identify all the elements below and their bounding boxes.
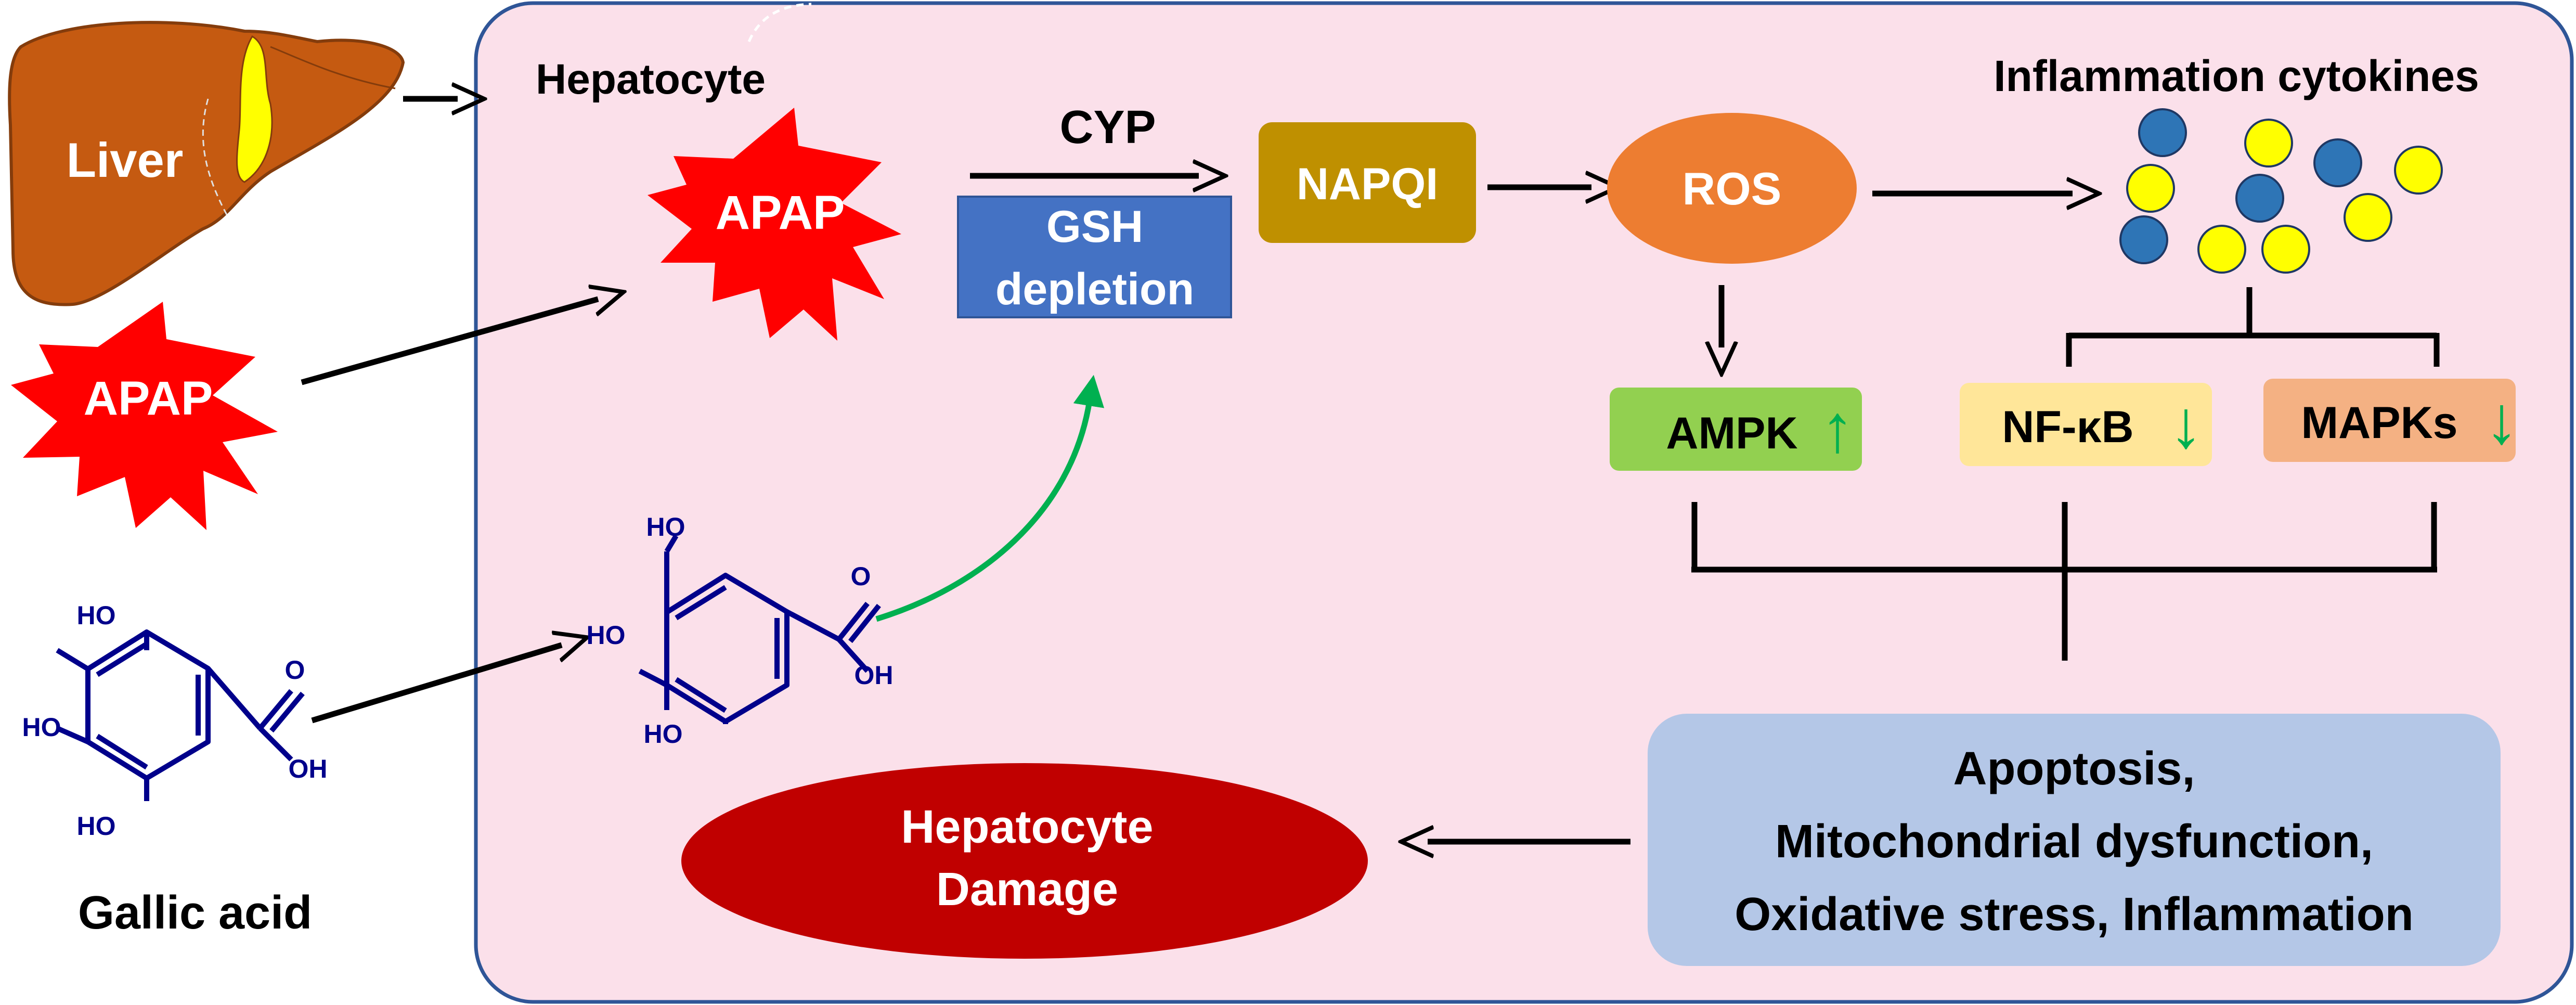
hepatocyte-damage-ellipse: [681, 763, 1368, 959]
outcome-line3: Oxidative stress, Inflammation: [1734, 888, 2413, 940]
ros-ellipse: [1607, 113, 1857, 264]
apap-outside-label: APAP: [84, 372, 213, 425]
cytokine-dot-blue: [2235, 174, 2284, 223]
cytokine-dot-yellow: [2197, 225, 2246, 274]
cytokine-dot-yellow: [2244, 119, 2293, 168]
cytokine-dots: [2119, 108, 2443, 274]
napqi-box: [1259, 122, 1476, 243]
cyp-label: CYP: [1059, 101, 1156, 153]
inflammation-cytokines-title: Inflammation cytokines: [1994, 51, 2479, 100]
mapks-down-arrow-icon: ↓: [2485, 382, 2519, 458]
cytokine-dot-yellow: [2126, 164, 2175, 213]
mapks-box: [2263, 379, 2516, 462]
nfkb-down-arrow-icon: ↓: [2169, 386, 2203, 462]
napqi-label: NAPQI: [1297, 159, 1438, 209]
ho-label: HO: [22, 713, 61, 742]
gallic-acid-labels-inside: HO HO HO O OH: [587, 512, 894, 749]
gsh-label-line2: depletion: [995, 264, 1194, 314]
signaling-bracket: [1691, 502, 2437, 661]
cytokine-dot-yellow: [2344, 193, 2392, 242]
cytokine-dot-blue: [2313, 138, 2362, 187]
damage-line1: Hepatocyte: [901, 801, 1153, 853]
outcome-line2: Mitochondrial dysfunction,: [1775, 816, 2373, 868]
ampk-up-arrow-icon: ↑: [1821, 390, 1855, 466]
o-label: O: [851, 562, 871, 591]
ampk-label: AMPK: [1666, 408, 1797, 458]
gsh-depletion-box: [957, 196, 1232, 318]
hepatocyte-title: Hepatocyte: [536, 56, 766, 103]
o-label: O: [285, 655, 305, 685]
gallic-acid-labels-outside: HO HO HO O OH: [22, 601, 328, 841]
gallic-acid-label: Gallic acid: [78, 887, 312, 939]
outcome-box: [1648, 714, 2501, 966]
liver-icon: [8, 21, 405, 306]
cell-dashed-curve: [747, 3, 812, 42]
apap-inside-starburst: [648, 108, 901, 341]
cytokine-dot-yellow: [2261, 225, 2310, 274]
cytokine-bracket: [2066, 287, 2440, 367]
ros-label: ROS: [1682, 163, 1782, 214]
mapks-label: MAPKs: [2301, 398, 2457, 448]
ho-label: HO: [77, 601, 116, 630]
ampk-box: [1610, 388, 1862, 471]
ho-label: HO: [77, 811, 116, 841]
liver-label: Liver: [67, 133, 184, 187]
apap-outside-starburst: [11, 302, 278, 530]
oh-label: OH: [855, 661, 894, 690]
apap-inside-label: APAP: [716, 186, 845, 239]
cytokine-dot-blue: [2119, 215, 2168, 264]
ho-label: HO: [646, 512, 685, 542]
gallic-acid-molecule-outside: [56, 629, 305, 801]
gsh-label-line1: GSH: [1046, 202, 1143, 252]
cytokine-dot-yellow: [2394, 146, 2443, 195]
cytokine-dot-blue: [2138, 108, 2187, 157]
ho-label: HO: [587, 621, 626, 650]
outcome-line1: Apoptosis,: [1953, 743, 2195, 795]
green-arrow-gallic-to-gsh: [875, 375, 1105, 622]
arrow-gallic-acid-to-cell: [311, 645, 562, 724]
ho-label: HO: [644, 719, 683, 749]
arrow-apap-to-cell: [301, 299, 598, 385]
oh-label: OH: [289, 754, 328, 783]
damage-line2: Damage: [936, 864, 1118, 916]
nfkb-label: NF-κB: [2002, 402, 2133, 452]
gallic-acid-molecule-inside: [638, 534, 881, 724]
nfkb-box: [1960, 383, 2212, 466]
